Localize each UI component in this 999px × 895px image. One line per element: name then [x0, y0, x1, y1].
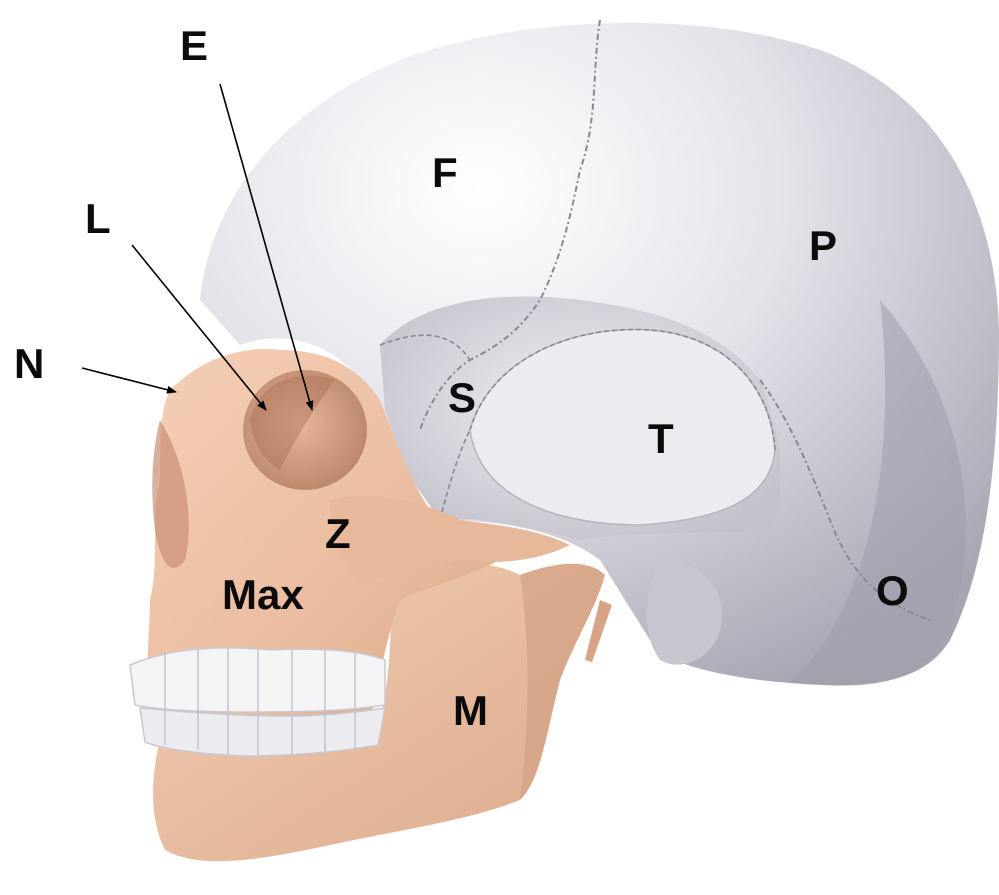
label-e: E — [180, 25, 208, 67]
label-p: P — [809, 225, 837, 267]
teeth — [130, 648, 385, 756]
mandible-ramus-shadow — [520, 564, 605, 800]
lower-teeth — [140, 708, 385, 756]
label-m: M — [453, 690, 488, 732]
label-f: F — [432, 152, 458, 194]
label-n: N — [14, 343, 44, 385]
label-o: O — [876, 570, 909, 612]
label-s: S — [448, 377, 476, 419]
arrow-n — [82, 368, 176, 392]
label-max: Max — [222, 574, 304, 616]
label-t: T — [648, 418, 674, 460]
label-z: Z — [325, 513, 351, 555]
label-l: L — [85, 198, 111, 240]
